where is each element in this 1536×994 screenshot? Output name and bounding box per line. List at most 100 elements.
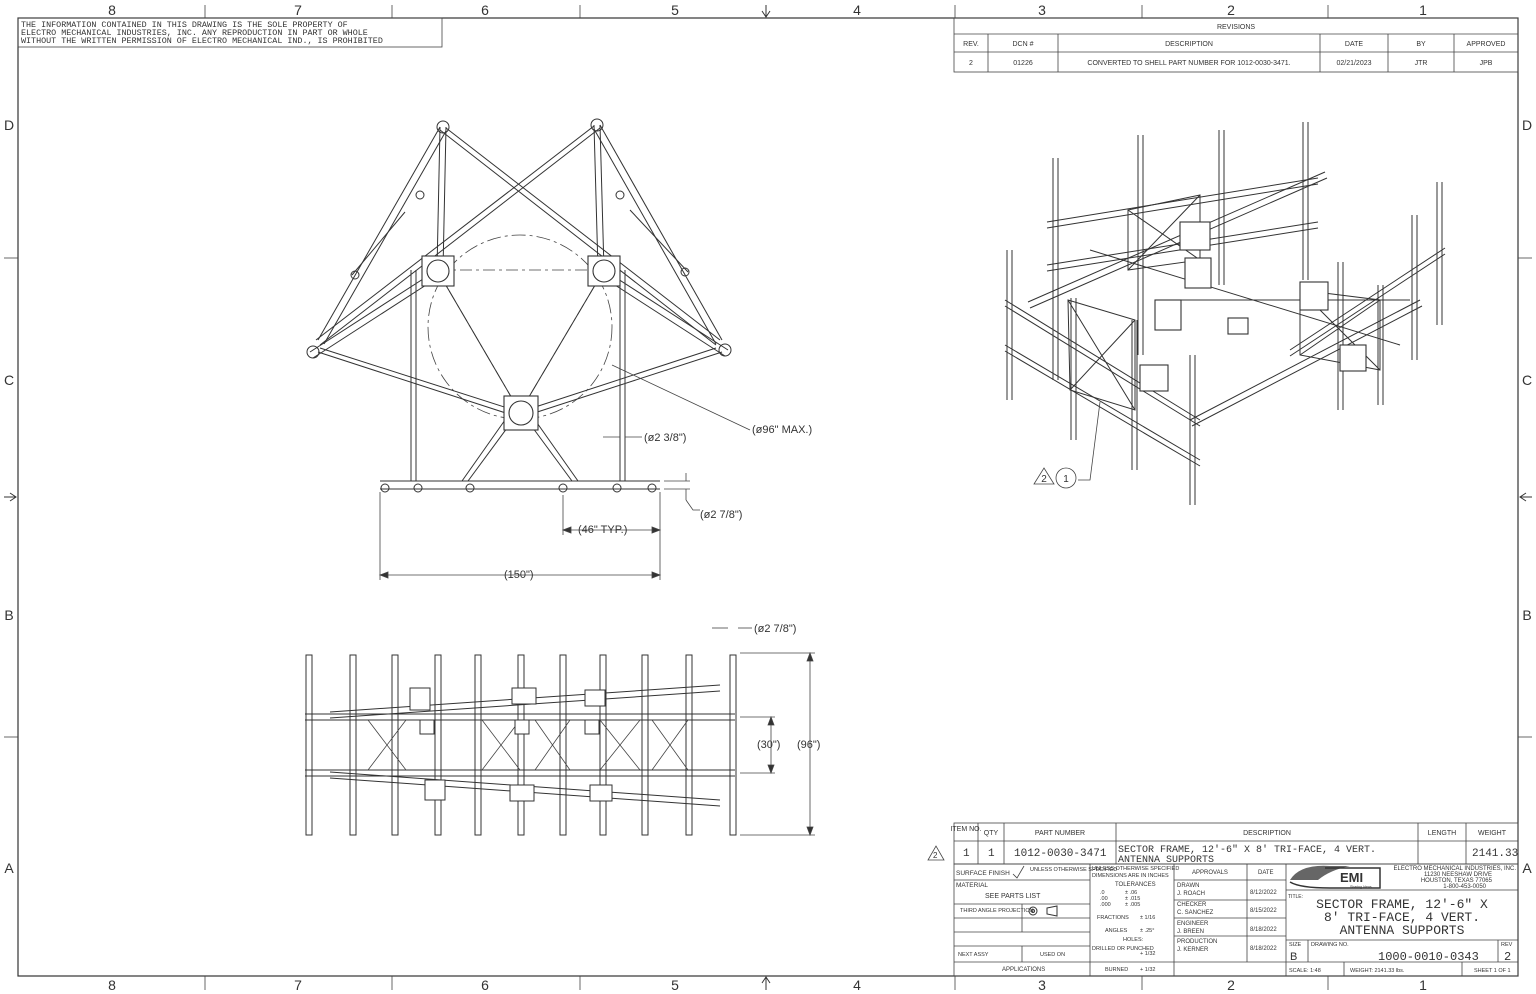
zone-top-4: 4	[853, 2, 861, 18]
tol-row-2-key: .00	[1100, 896, 1108, 902]
used-on-label: USED ON	[1040, 952, 1065, 958]
rev-row-desc: CONVERTED TO SHELL PART NUMBER FOR 1012-…	[1087, 60, 1290, 67]
rev-header-dcn: DCN #	[1012, 41, 1033, 48]
dim-overall-height: (96")	[797, 739, 820, 751]
notice-line-2: ELECTRO MECHANICAL INDUSTRIES, INC. ANY …	[21, 28, 368, 38]
tol-row-1-key: .0	[1100, 890, 1105, 896]
zone-top-3: 3	[1038, 2, 1046, 18]
dim-pipe-dia-mid: (ø2 7/8")	[700, 509, 742, 521]
zone-right-d: D	[1522, 117, 1532, 133]
vertical-pipe	[685, 654, 693, 836]
bom-rev-triangle: 2	[933, 851, 938, 860]
dim-overall-width: (150")	[504, 569, 534, 581]
bom-table: ITEM NO. QTY PART NUMBER DESCRIPTION LEN…	[927, 822, 1519, 866]
company-line-3: HOUSTON, TEXAS 77065	[1421, 878, 1493, 884]
checker-label: CHECKER	[1177, 902, 1207, 908]
item-balloon-iso: 1	[1063, 474, 1069, 485]
checker-date: 8/15/2022	[1250, 908, 1277, 914]
drilled-label: DRILLED OR PUNCHED	[1092, 946, 1154, 952]
zone-top-2: 2	[1227, 2, 1235, 18]
bom-part-number: 1012-0030-3471	[1014, 848, 1107, 860]
drilled-val: + 1/32	[1140, 951, 1155, 957]
scale-value: SCALE: 1:48	[1289, 968, 1321, 974]
zone-right-c: C	[1522, 372, 1532, 388]
rev-triangle-iso: 2	[1041, 474, 1047, 485]
zone-left-a: A	[4, 860, 14, 876]
zone-left-c: C	[4, 372, 14, 388]
title-block: SURFACE FINISH UNLESS OTHERWISE SPECIFIE…	[953, 863, 1519, 977]
unless-specified: UNLESS OTHERWISE SPECIFIED	[1030, 867, 1117, 873]
vertical-pipe	[559, 654, 567, 836]
weight-value: WEIGHT: 2141.33 lbs.	[1350, 968, 1405, 974]
rev-header-date: DATE	[1345, 41, 1363, 48]
rev-row-rev: 2	[969, 60, 973, 67]
bom-weight: 2141.33	[1472, 848, 1518, 860]
vertical-pipe	[517, 654, 525, 836]
zone-right-b: B	[1522, 607, 1531, 623]
bom-desc-2: ANTENNA SUPPORTS	[1118, 855, 1214, 866]
rev-header-approved: APPROVED	[1467, 41, 1506, 48]
rev-row-dcn: 01226	[1013, 60, 1033, 67]
dims-note-2: DIMENSIONS ARE IN INCHES	[1092, 873, 1169, 879]
drawing-frame	[17, 17, 1519, 977]
company-line-4: 1-800-453-0050	[1443, 884, 1486, 890]
fractions-val: ± 1/16	[1140, 915, 1155, 921]
plan-view: (ø96" MAX.) (ø2 3/8") (ø2 7/8") (46" TYP…	[306, 118, 812, 581]
title-line-1: SECTOR FRAME, 12'-6" X	[1316, 897, 1488, 912]
bom-header-part: PART NUMBER	[1035, 830, 1085, 837]
bom-desc-1: SECTOR FRAME, 12'-6" X 8' TRI-FACE, 4 VE…	[1118, 844, 1376, 856]
rev-header-rev: REV.	[963, 41, 979, 48]
production-date: 8/18/2022	[1250, 946, 1277, 952]
rev-header-by: BY	[1416, 41, 1426, 48]
surface-finish-check	[1012, 865, 1025, 879]
zone-right-a: A	[1522, 860, 1532, 876]
zone-bottom-7: 7	[294, 977, 302, 993]
vertical-pipe	[474, 654, 482, 836]
burned-val: + 1/32	[1140, 967, 1155, 973]
engineer-label: ENGINEER	[1177, 921, 1209, 927]
zone-bottom-2: 2	[1227, 977, 1235, 993]
angles-val: ± .25°	[1140, 928, 1154, 934]
center-mark-top	[761, 5, 771, 18]
vertical-pipe	[349, 654, 357, 836]
dim-circle-dia: (ø96" MAX.)	[752, 424, 812, 436]
next-assy-label: NEXT ASSY	[958, 952, 989, 958]
zone-top-7: 7	[294, 2, 302, 18]
drawing-no: 1000-0010-0343	[1378, 950, 1479, 964]
engineer-name: J. BREEN	[1177, 929, 1204, 935]
zone-bottom-6: 6	[481, 977, 489, 993]
notice-line-1: THE INFORMATION CONTAINED IN THIS DRAWIN…	[21, 20, 348, 30]
zone-ticks	[4, 5, 1532, 990]
zone-bottom-3: 3	[1038, 977, 1046, 993]
size-label: SIZE	[1289, 942, 1302, 948]
rev-header-desc: DESCRIPTION	[1165, 41, 1213, 48]
tol-row-1-val: ± .06	[1125, 890, 1137, 896]
vertical-pipe	[729, 654, 737, 836]
company-logo: EMI Sharing Ideas	[1289, 865, 1381, 889]
bom-header-qty: QTY	[984, 830, 999, 837]
tol-row-3-key: .000	[1100, 902, 1111, 908]
bom-header-length: LENGTH	[1428, 830, 1456, 837]
bom-header-item: ITEM NO.	[950, 826, 981, 833]
zone-bottom-8: 8	[108, 977, 116, 993]
holes-label: HOLES:	[1123, 937, 1144, 943]
zone-left-d: D	[4, 117, 14, 133]
rev-row-date: 02/21/2023	[1336, 60, 1371, 67]
projection-symbol	[1028, 905, 1058, 917]
dim-rail-spacing: (30")	[757, 739, 780, 751]
burned-label: BURNED	[1105, 967, 1128, 973]
production-name: J. KERNER	[1177, 947, 1209, 953]
title-line-2: 8' TRI-FACE, 4 VERT.	[1324, 910, 1480, 925]
approvals-header: APPROVALS	[1192, 870, 1228, 876]
date-header: DATE	[1258, 870, 1274, 876]
vertical-pipe	[641, 654, 649, 836]
engineer-date: 8/18/2022	[1250, 927, 1277, 933]
angles-label: ANGLES	[1105, 928, 1128, 934]
company-line-1: ELECTRO MECHANICAL INDUSTRIES, INC.	[1394, 866, 1517, 872]
surface-finish-label: SURFACE FINISH	[956, 870, 1010, 877]
title-label: TITLE:	[1288, 894, 1303, 900]
material-value: SEE PARTS LIST	[985, 893, 1041, 900]
material-label: MATERIAL	[956, 882, 988, 889]
rev-value: 2	[1504, 950, 1511, 964]
